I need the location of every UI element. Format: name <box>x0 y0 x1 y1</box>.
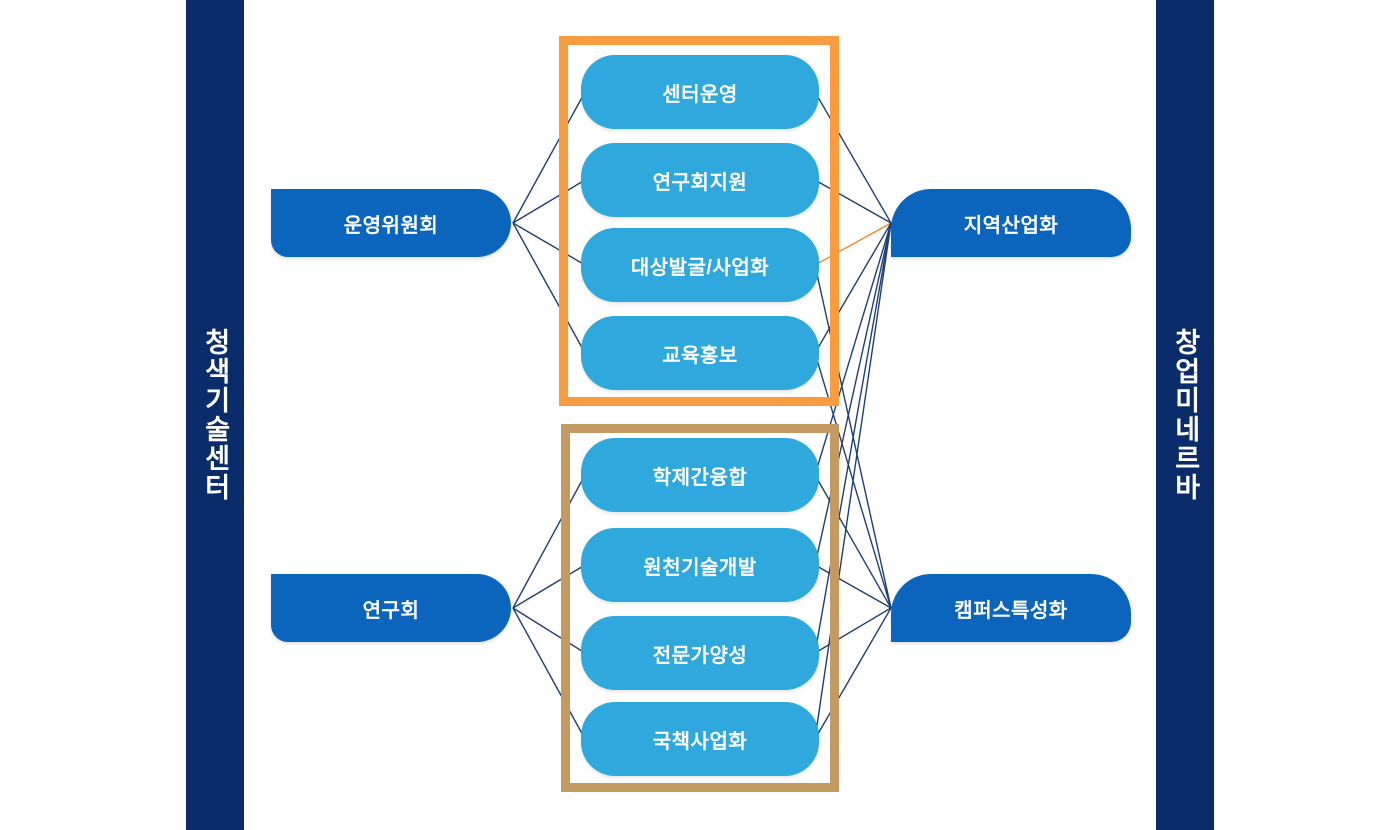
task-box-label: 대상발굴/사업화 <box>630 256 770 279</box>
task-box-interdisciplinary[interactable]: 학제간융합 <box>581 438 819 512</box>
group-frame-top <box>559 36 839 406</box>
task-box-national-project[interactable]: 국책사업화 <box>581 702 819 776</box>
node-research-society[interactable]: 연구회 <box>271 574 511 642</box>
group-frame-bottom <box>561 424 839 792</box>
task-box-education-pr[interactable]: 교육홍보 <box>581 316 819 390</box>
task-box-label: 연구회지원 <box>652 171 748 194</box>
node-label: 지역산업화 <box>963 214 1059 237</box>
task-box-label: 교육홍보 <box>662 344 738 367</box>
task-box-expert-training[interactable]: 전문가양성 <box>581 616 819 690</box>
right-banner: 창업미네르바 <box>1156 0 1214 830</box>
task-box-core-technology[interactable]: 원천기술개발 <box>581 528 819 602</box>
right-banner-label: 창업미네르바 <box>1170 328 1201 502</box>
task-box-label: 원천기술개발 <box>643 556 757 579</box>
task-box-center-operation[interactable]: 센터운영 <box>581 55 819 129</box>
node-label: 운영위원회 <box>343 214 439 237</box>
task-box-label: 학제간융합 <box>652 466 748 489</box>
node-regional-industry[interactable]: 지역산업화 <box>891 189 1131 257</box>
task-box-label: 센터운영 <box>662 83 738 106</box>
left-banner: 청색기술센터 <box>186 0 244 830</box>
node-label: 캠퍼스특성화 <box>954 599 1068 622</box>
node-label: 연구회 <box>362 599 420 622</box>
node-campus-specialization[interactable]: 캠퍼스특성화 <box>891 574 1131 642</box>
node-operating-committee[interactable]: 운영위원회 <box>271 189 511 257</box>
task-box-label: 전문가양성 <box>652 644 748 667</box>
task-box-research-support[interactable]: 연구회지원 <box>581 143 819 217</box>
task-box-label: 국책사업화 <box>652 730 748 753</box>
task-box-target-commercialization[interactable]: 대상발굴/사업화 <box>581 228 819 302</box>
left-banner-label: 청색기술센터 <box>200 328 231 502</box>
